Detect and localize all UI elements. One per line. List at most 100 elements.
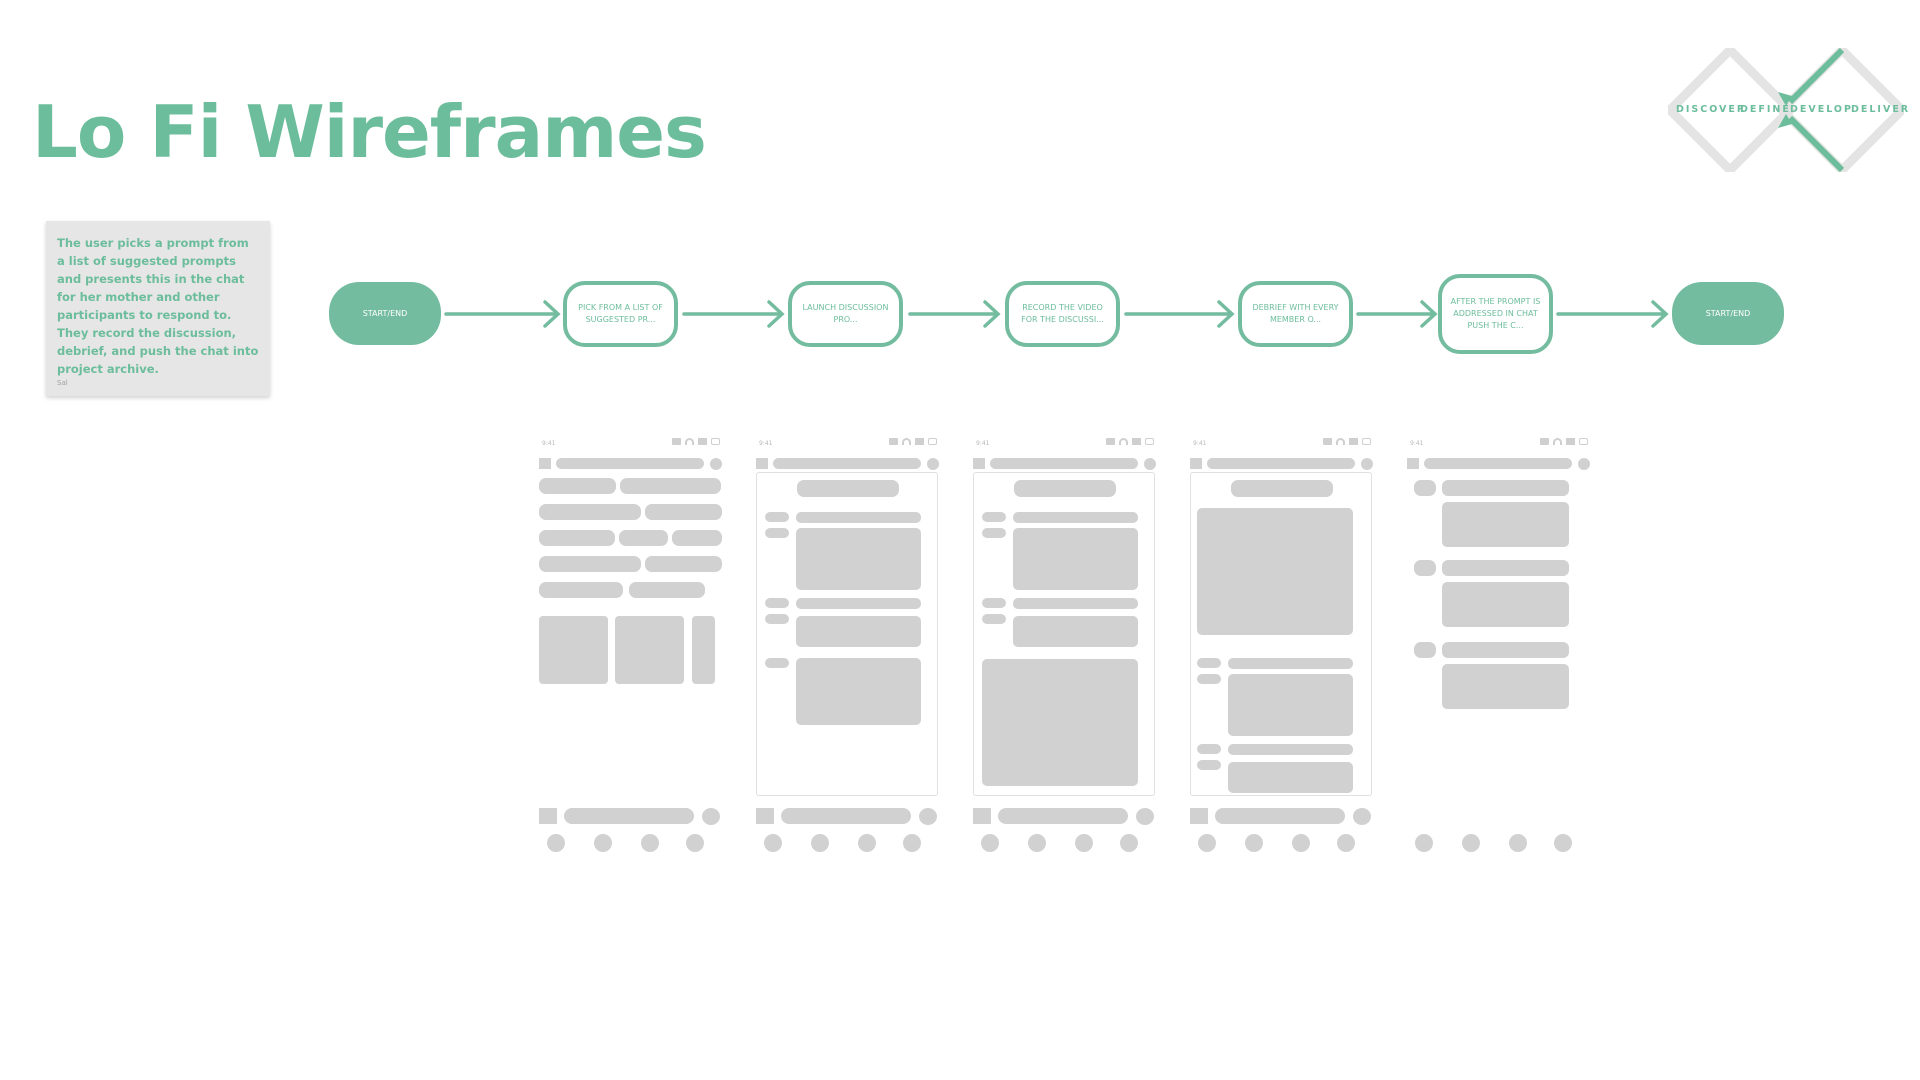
- prompt-chip[interactable]: [539, 530, 615, 546]
- prompt-chip[interactable]: [645, 504, 722, 520]
- image-card[interactable]: [615, 616, 684, 684]
- logo-label-discover: DISCOVER: [1676, 104, 1747, 115]
- attach-icon[interactable]: [1190, 808, 1208, 824]
- nav-chat-icon[interactable]: [1028, 834, 1046, 852]
- nav-profile-icon[interactable]: [686, 834, 704, 852]
- menu-icon[interactable]: [1578, 458, 1590, 470]
- message-bubble[interactable]: [796, 616, 921, 647]
- nav-archive-icon[interactable]: [1075, 834, 1093, 852]
- image-card[interactable]: [539, 616, 608, 684]
- wifi-icon: [902, 438, 911, 445]
- menu-icon[interactable]: [927, 458, 939, 470]
- nav-archive-icon[interactable]: [1292, 834, 1310, 852]
- archive-item-title[interactable]: [1442, 642, 1569, 658]
- nav-archive-icon[interactable]: [1509, 834, 1527, 852]
- menu-icon[interactable]: [710, 458, 722, 470]
- send-icon[interactable]: [919, 808, 937, 825]
- prompt-chip[interactable]: [645, 556, 722, 572]
- archive-item-preview[interactable]: [1442, 582, 1569, 627]
- message-bubble[interactable]: [1013, 616, 1138, 647]
- archive-item-preview[interactable]: [1442, 502, 1569, 547]
- flow-step-debrief: DEBRIEF WITH EVERY MEMBER O...: [1238, 281, 1353, 347]
- back-icon[interactable]: [539, 458, 551, 469]
- status-icons: [889, 438, 937, 445]
- avatar: [982, 614, 1006, 624]
- message-bubble[interactable]: [796, 658, 921, 725]
- image-card[interactable]: [692, 616, 715, 684]
- arrow-2: [682, 300, 785, 328]
- battery-icon: [711, 438, 720, 445]
- prompt-chip[interactable]: [629, 582, 705, 598]
- message-input[interactable]: [998, 808, 1128, 824]
- back-icon[interactable]: [1407, 458, 1419, 469]
- folder-icon[interactable]: [1414, 642, 1436, 658]
- battery-icon: [928, 438, 937, 445]
- nav-home-icon[interactable]: [1198, 834, 1216, 852]
- menu-icon[interactable]: [1361, 458, 1373, 470]
- avatar: [765, 598, 789, 608]
- wireframe-screen-5: 9:41: [1400, 434, 1596, 856]
- archive-item-title[interactable]: [1442, 480, 1569, 496]
- status-icons: [1106, 438, 1154, 445]
- logo-label-deliver: DELIVER: [1851, 104, 1911, 115]
- nav-profile-icon[interactable]: [1554, 834, 1572, 852]
- send-icon[interactable]: [1353, 808, 1371, 825]
- nav-archive-icon[interactable]: [641, 834, 659, 852]
- prompt-chip[interactable]: [620, 478, 721, 494]
- cellular-icon: [1132, 438, 1141, 445]
- nav-home-icon[interactable]: [1415, 834, 1433, 852]
- cellular-icon: [1349, 438, 1358, 445]
- prompt-chip[interactable]: [539, 582, 623, 598]
- nav-home-icon[interactable]: [981, 834, 999, 852]
- message-input[interactable]: [781, 808, 911, 824]
- folder-icon[interactable]: [1414, 560, 1436, 576]
- archive-item-preview[interactable]: [1442, 664, 1569, 709]
- folder-icon[interactable]: [1414, 480, 1436, 496]
- attach-icon[interactable]: [756, 808, 774, 824]
- flow-start-node: START/END: [329, 282, 441, 345]
- send-icon[interactable]: [1136, 808, 1154, 825]
- archive-item-title[interactable]: [1442, 560, 1569, 576]
- signal-icon: [672, 438, 681, 445]
- arrow-5: [1356, 300, 1438, 328]
- message-bubble[interactable]: [1228, 674, 1353, 736]
- nav-chat-icon[interactable]: [811, 834, 829, 852]
- message-bubble[interactable]: [1228, 762, 1353, 793]
- send-icon[interactable]: [702, 808, 720, 825]
- nav-profile-icon[interactable]: [1337, 834, 1355, 852]
- flow-step-launch-discussion: LAUNCH DISCUSSION PRO...: [788, 281, 903, 347]
- menu-icon[interactable]: [1144, 458, 1156, 470]
- message-header: [1013, 598, 1138, 609]
- prompt-chip[interactable]: [672, 530, 722, 546]
- nav-home-icon[interactable]: [764, 834, 782, 852]
- wireframe-screen-3: 9:41: [966, 434, 1162, 856]
- message-bubble[interactable]: [1013, 528, 1138, 590]
- nav-home-icon[interactable]: [547, 834, 565, 852]
- status-icons: [1323, 438, 1371, 445]
- message-input[interactable]: [1215, 808, 1345, 824]
- prompt-chip[interactable]: [539, 504, 641, 520]
- prompt-chip[interactable]: [539, 478, 616, 494]
- video-playback-area[interactable]: [1197, 508, 1353, 635]
- attach-icon[interactable]: [539, 808, 557, 824]
- video-recording-area[interactable]: [982, 659, 1138, 786]
- back-icon[interactable]: [1190, 458, 1202, 469]
- attach-icon[interactable]: [973, 808, 991, 824]
- prompt-chip[interactable]: [539, 556, 641, 572]
- nav-profile-icon[interactable]: [903, 834, 921, 852]
- prompt-chip[interactable]: [619, 530, 668, 546]
- nav-chat-icon[interactable]: [1245, 834, 1263, 852]
- message-input[interactable]: [564, 808, 694, 824]
- message-bubble[interactable]: [796, 528, 921, 590]
- nav-profile-icon[interactable]: [1120, 834, 1138, 852]
- nav-chat-icon[interactable]: [594, 834, 612, 852]
- message-header: [1228, 658, 1353, 669]
- back-icon[interactable]: [973, 458, 985, 469]
- chat-title: [1231, 480, 1333, 497]
- avatar: [765, 614, 789, 624]
- note-author: Sal: [57, 379, 68, 387]
- avatar: [982, 528, 1006, 538]
- nav-chat-icon[interactable]: [1462, 834, 1480, 852]
- nav-archive-icon[interactable]: [858, 834, 876, 852]
- back-icon[interactable]: [756, 458, 768, 469]
